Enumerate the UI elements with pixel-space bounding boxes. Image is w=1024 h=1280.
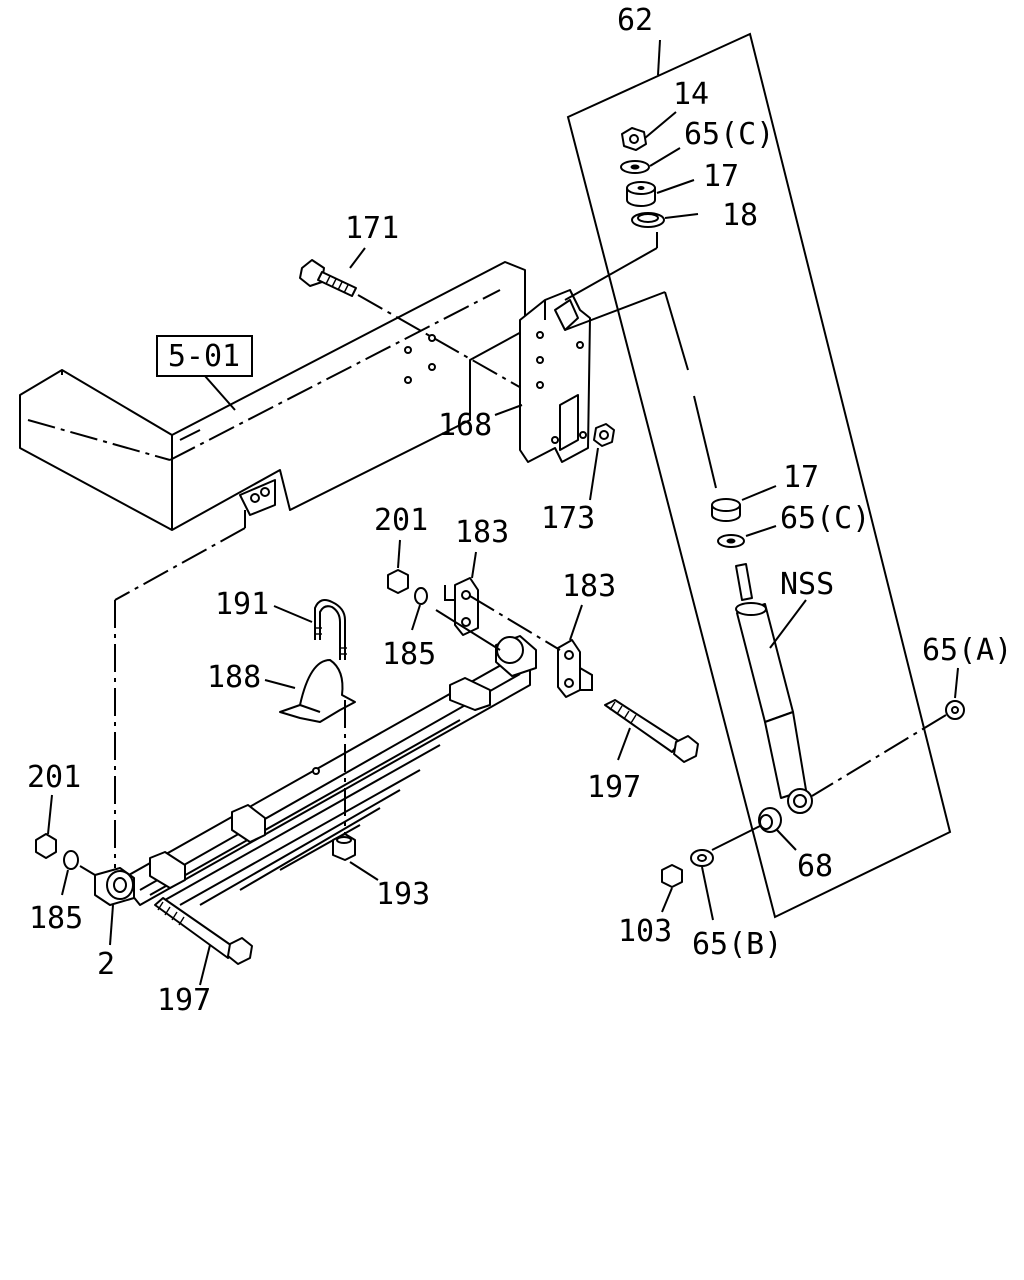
frame-rail — [19, 261, 526, 531]
label-2: 2 — [97, 947, 115, 982]
leaf-spring-2 — [94, 635, 537, 906]
label-17-mid: 17 — [783, 460, 819, 495]
nut-201-left — [35, 833, 57, 859]
bolt-171 — [299, 259, 357, 297]
label-17-top: 17 — [703, 159, 739, 194]
nut-201-top — [387, 569, 409, 594]
label-197-bottom: 197 — [157, 983, 211, 1018]
label-188: 188 — [207, 660, 261, 695]
label-197-right: 197 — [587, 770, 641, 805]
label-183-left: 183 — [455, 515, 509, 550]
label-65c-top: 65(C) — [684, 117, 774, 152]
bushing-17-mid — [711, 498, 741, 522]
reference-box[interactable]: 5-01 — [156, 335, 253, 377]
label-168: 168 — [438, 408, 492, 443]
shock-absorber-nss — [735, 563, 813, 814]
nut-14 — [621, 127, 647, 151]
spring-seat-188 — [279, 659, 356, 723]
nut-193 — [332, 833, 356, 861]
washer-65c-mid — [717, 534, 745, 548]
bracket-168 — [519, 289, 591, 463]
bolt-197-right — [604, 699, 699, 763]
u-bolt-191 — [314, 599, 347, 660]
label-185-left: 185 — [29, 901, 83, 936]
label-18: 18 — [722, 198, 758, 233]
bolt-197-bottom — [154, 897, 253, 965]
nut-173 — [593, 423, 615, 447]
washer-65a — [945, 700, 965, 720]
label-62: 62 — [617, 3, 653, 38]
label-201-top: 201 — [374, 503, 428, 538]
washer-185-top — [414, 587, 428, 605]
nut-103 — [661, 864, 683, 888]
label-14: 14 — [673, 77, 709, 112]
label-185-top: 185 — [382, 637, 436, 672]
shock-group-frame — [566, 32, 952, 919]
label-183-right: 183 — [562, 569, 616, 604]
retainer-18 — [631, 212, 665, 228]
label-65b: 65(B) — [692, 927, 782, 962]
label-nss: NSS — [780, 567, 834, 602]
label-65c-mid: 65(C) — [780, 501, 870, 536]
washer-185-left — [63, 850, 79, 870]
label-171: 171 — [345, 211, 399, 246]
label-191: 191 — [215, 587, 269, 622]
shackle-183-right — [557, 639, 593, 698]
label-65a: 65(A) — [922, 633, 1012, 668]
label-68: 68 — [797, 849, 833, 884]
label-193: 193 — [376, 877, 430, 912]
washer-65b — [690, 849, 714, 867]
washer-65c-top — [620, 160, 650, 174]
bushing-68 — [758, 807, 782, 833]
label-173: 173 — [541, 501, 595, 536]
label-201-left: 201 — [27, 760, 81, 795]
label-103: 103 — [618, 914, 672, 949]
bushing-17-top — [626, 181, 656, 207]
shackle-183-left — [444, 577, 479, 636]
reference-box-label: 5-01 — [168, 339, 240, 374]
